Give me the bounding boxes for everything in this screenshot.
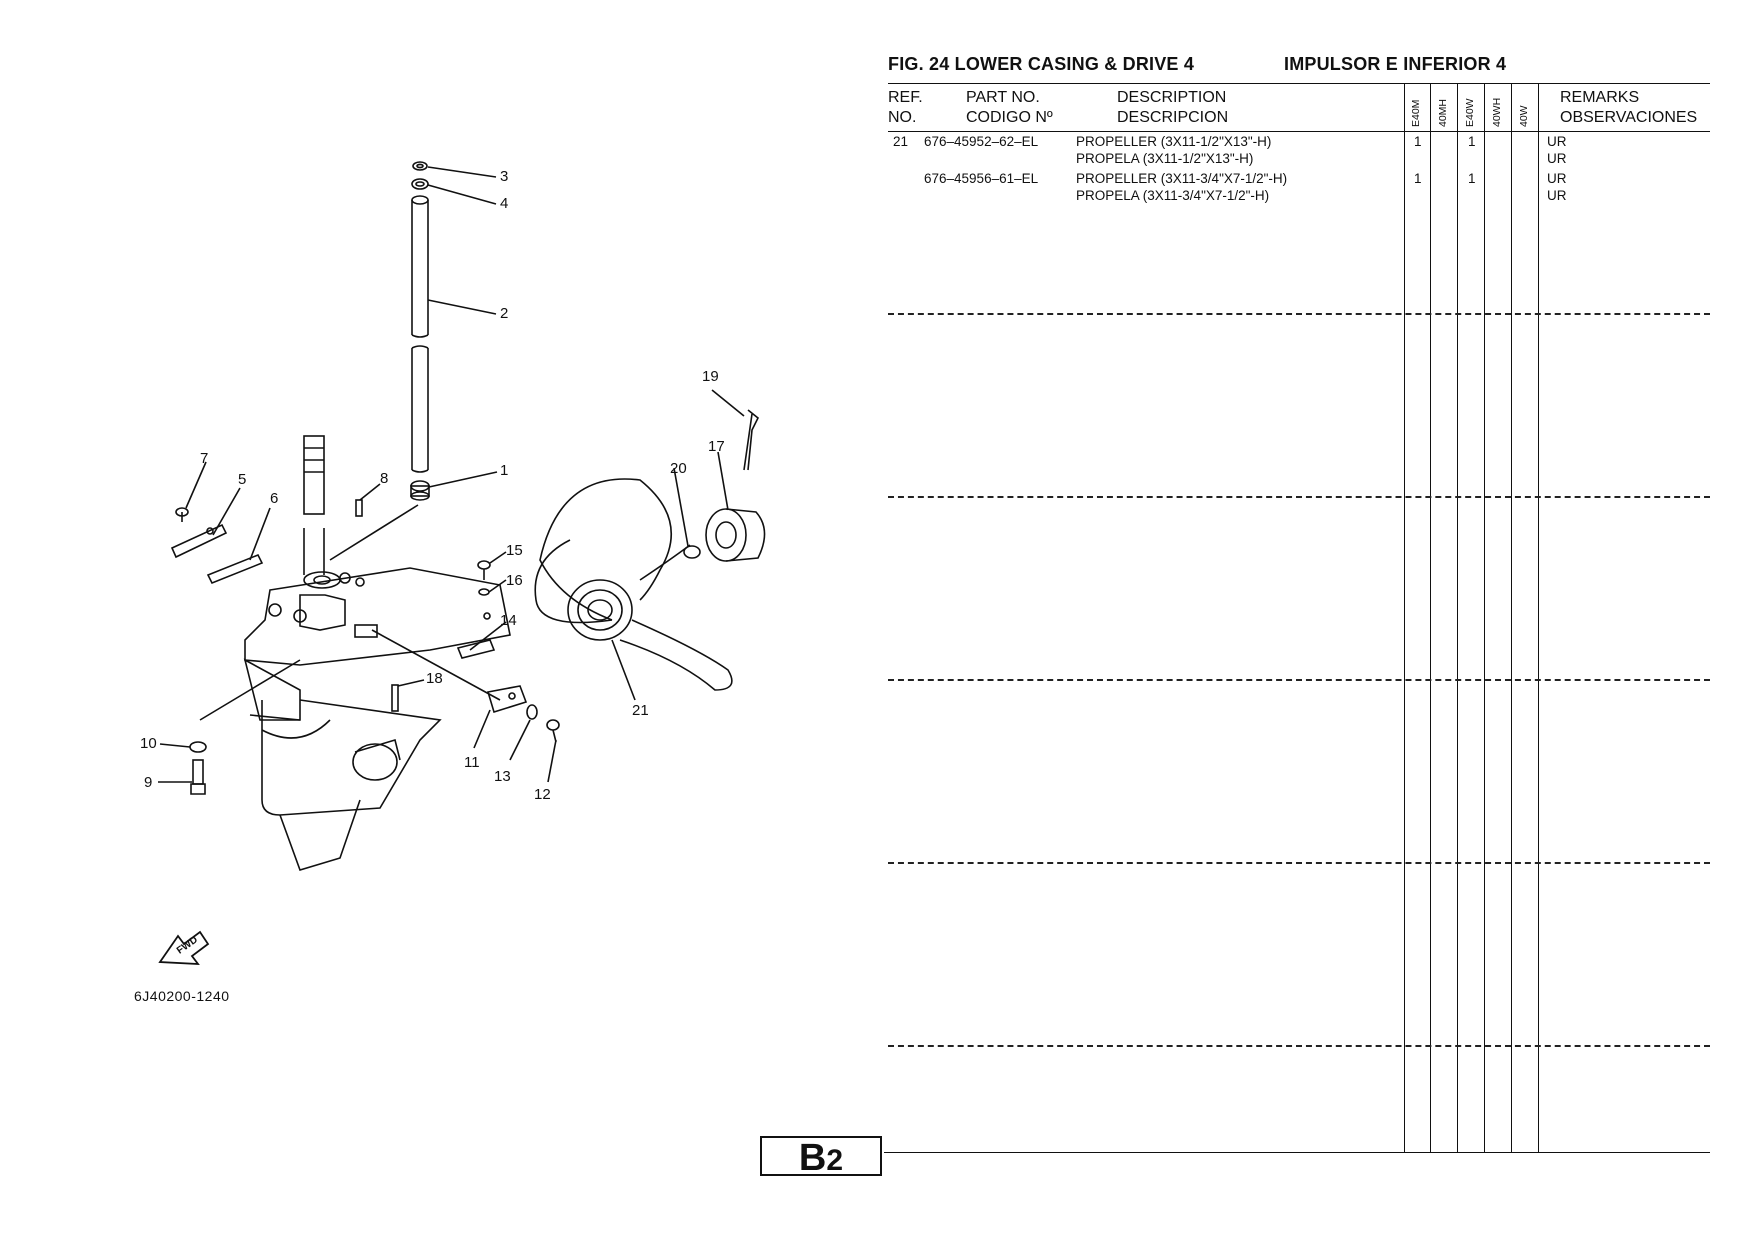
drawing-code: 6J40200-1240 xyxy=(134,988,230,1004)
part-9-bolt xyxy=(190,759,206,795)
callout-8: 8 xyxy=(380,470,389,487)
callout-6: 6 xyxy=(270,490,279,507)
table-header-rule xyxy=(888,131,1710,132)
callout-5: 5 xyxy=(238,471,247,488)
callout-12: 12 xyxy=(534,786,551,803)
page-tag-number: 2 xyxy=(826,1144,844,1177)
row1-desc: PROPELLER (3X11-1/2"X13"-H) xyxy=(1076,134,1272,149)
header-remarks: REMARKS xyxy=(1560,89,1640,106)
callout-1: 1 xyxy=(500,462,509,479)
part-7-screw xyxy=(175,507,189,522)
part-4-seal xyxy=(411,178,429,190)
callout-13: 13 xyxy=(494,768,511,785)
header-observaciones: OBSERVACIONES xyxy=(1560,109,1698,126)
part-8-pin xyxy=(355,499,363,517)
model-header-e40w: E40W xyxy=(1464,98,1476,127)
table-bottom-rule xyxy=(884,1152,1710,1153)
callout-10: 10 xyxy=(140,735,157,752)
row2-remarks-es: UR xyxy=(1547,188,1567,203)
figure-title: FIG. 24 LOWER CASING & DRIVE 4 xyxy=(888,54,1195,74)
row2-part-no: 676–45956–61–EL xyxy=(924,171,1039,186)
row2-qty-e40m: 1 xyxy=(1414,171,1422,186)
model-header-e40m: E40M xyxy=(1410,99,1422,127)
part-21-propeller xyxy=(534,478,733,691)
dashed-separator xyxy=(888,313,1710,315)
header-part-no: PART NO. xyxy=(966,89,1040,106)
callout-4: 4 xyxy=(500,195,509,212)
part-6-plate xyxy=(206,553,264,585)
part-12-bolt xyxy=(546,719,560,743)
callout-18: 18 xyxy=(426,670,443,687)
lower-casing-body xyxy=(243,567,511,871)
row1-ref: 21 xyxy=(893,134,909,149)
row1-desc-es: PROPELA (3X11-1/2"X13"-H) xyxy=(1076,151,1254,166)
row1-remarks-es: UR xyxy=(1547,151,1567,166)
drive-shaft xyxy=(303,435,325,575)
col-line xyxy=(1404,83,1405,1153)
callout-20: 20 xyxy=(670,460,687,477)
row1-part-no: 676–45952–62–EL xyxy=(924,134,1039,149)
model-header-40wh: 40WH xyxy=(1491,97,1503,127)
model-header-40w: 40W xyxy=(1518,105,1530,127)
row1-qty-e40w: 1 xyxy=(1468,134,1476,149)
part-2-water-pipe xyxy=(411,195,429,473)
callout-19: 19 xyxy=(702,368,719,385)
header-description: DESCRIPTION xyxy=(1117,89,1227,106)
header-no: NO. xyxy=(888,109,917,126)
part-16-washer xyxy=(478,588,490,596)
page-tag-letter: B xyxy=(798,1137,827,1179)
part-14-anode xyxy=(456,639,496,659)
part-13-washer xyxy=(526,704,538,720)
model-header-40mh: 40MH xyxy=(1437,98,1449,127)
col-line xyxy=(1484,83,1485,1153)
figure-title-es: IMPULSOR E INFERIOR 4 xyxy=(1284,54,1507,74)
dashed-separator xyxy=(888,862,1710,864)
col-line xyxy=(1457,83,1458,1153)
row2-desc-es: PROPELA (3X11-3/4"X7-1/2"-H) xyxy=(1076,188,1270,203)
part-10-washer xyxy=(189,741,207,753)
callout-9: 9 xyxy=(144,774,153,791)
dashed-separator xyxy=(888,496,1710,498)
callout-14: 14 xyxy=(500,612,517,629)
row1-qty-e40m: 1 xyxy=(1414,134,1422,149)
part-17-spacer xyxy=(705,508,766,562)
header-descripcion: DESCRIPCION xyxy=(1117,109,1229,126)
callout-17: 17 xyxy=(708,438,725,455)
callout-16: 16 xyxy=(506,572,523,589)
row1-remarks: UR xyxy=(1547,134,1567,149)
part-5-plate xyxy=(170,523,228,559)
callout-21: 21 xyxy=(632,702,649,719)
callout-2: 2 xyxy=(500,305,509,322)
part-19-cotter-pin xyxy=(743,409,760,471)
part-1-grommet xyxy=(410,480,430,501)
col-line xyxy=(1430,83,1431,1153)
exploded-parts-diagram xyxy=(158,161,766,965)
table-top-rule xyxy=(888,83,1710,84)
part-18-pin xyxy=(391,684,399,712)
row2-qty-e40w: 1 xyxy=(1468,171,1476,186)
part-3-washer xyxy=(412,161,428,171)
row2-desc: PROPELLER (3X11-3/4"X7-1/2"-H) xyxy=(1076,171,1288,186)
page-tag: B2 xyxy=(760,1136,882,1179)
part-15-bolt xyxy=(477,560,491,580)
header-ref: REF. xyxy=(888,89,923,106)
header-codigo: CODIGO Nº xyxy=(966,109,1053,126)
part-11-trim-tab xyxy=(486,685,528,714)
fwd-arrow-icon xyxy=(158,930,210,965)
callout-11: 11 xyxy=(464,754,480,771)
col-line xyxy=(1511,83,1512,1153)
callout-7: 7 xyxy=(200,450,209,467)
dashed-separator xyxy=(888,679,1710,681)
col-line xyxy=(1538,83,1539,1153)
part-20-washer xyxy=(683,545,701,559)
callout-15: 15 xyxy=(506,542,523,559)
callout-3: 3 xyxy=(500,168,509,185)
row2-remarks: UR xyxy=(1547,171,1567,186)
dashed-separator xyxy=(888,1045,1710,1047)
